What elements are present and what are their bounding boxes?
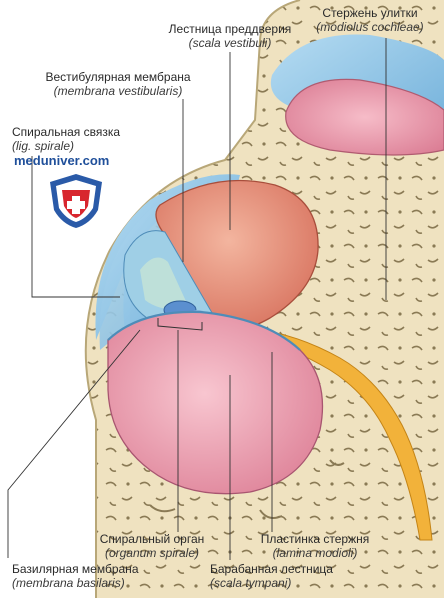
label-modiolus-lat: (modiolus cochleae): [316, 20, 424, 34]
label-scala-tympani-lat: (scala tympani): [210, 576, 292, 590]
label-lamina-modioli-lat: (lamina modioli): [272, 546, 358, 560]
label-membrana-basilaris-ru: Базилярная мембрана: [12, 562, 139, 576]
upper-turn-scala: [285, 78, 444, 156]
label-scala-tympani: Барабанная лестница (scala tympani): [210, 562, 333, 590]
label-scala-vestibuli-lat: (scala vestibuli): [188, 36, 272, 50]
watermark: meduniver.com: [14, 153, 110, 168]
label-organum-spirale-lat: (organum spirale): [104, 546, 200, 560]
label-membrana-vestibularis-ru: Вестибулярная мембрана: [45, 70, 191, 84]
label-scala-vestibuli: Лестница преддверия (scala vestibuli): [150, 22, 310, 50]
label-membrana-vestibularis-lat: (membrana vestibularis): [53, 84, 183, 98]
label-lig-spirale: Спиральная связка (lig. spirale): [12, 125, 120, 153]
bone-canals: [149, 459, 345, 519]
organ-bracket: [157, 318, 203, 331]
label-organum-spirale: Спиральный орган (organum spirale): [82, 532, 222, 560]
label-lamina-modioli-ru: Пластинка стержня: [260, 532, 370, 546]
label-modiolus: Стержень улитки (modiolus cochleae): [300, 6, 440, 34]
label-modiolus-ru: Стержень улитки: [322, 6, 418, 20]
basilar-membrane: [107, 310, 301, 351]
label-membrana-basilaris: Базилярная мембрана (membrana basilaris): [12, 562, 139, 590]
label-scala-vestibuli-ru: Лестница преддверия: [168, 22, 292, 36]
label-lamina-modioli: Пластинка стержня (lamina modioli): [240, 532, 390, 560]
label-membrana-basilaris-lat: (membrana basilaris): [12, 576, 125, 590]
label-scala-tympani-ru: Барабанная лестница: [210, 562, 333, 576]
label-organum-spirale-ru: Спиральный орган: [99, 532, 205, 546]
lamina-modioli-nerve: [228, 327, 433, 541]
label-lig-spirale-ru: Спиральная связка: [12, 125, 121, 139]
shield-cross-icon: [50, 174, 102, 228]
leader-lines: [7, 38, 387, 560]
duct-inner-tissue: [140, 257, 190, 311]
label-membrana-vestibularis: Вестибулярная мембрана (membrana vestibu…: [28, 70, 208, 98]
label-lig-spirale-lat: (lig. spirale): [12, 139, 75, 153]
